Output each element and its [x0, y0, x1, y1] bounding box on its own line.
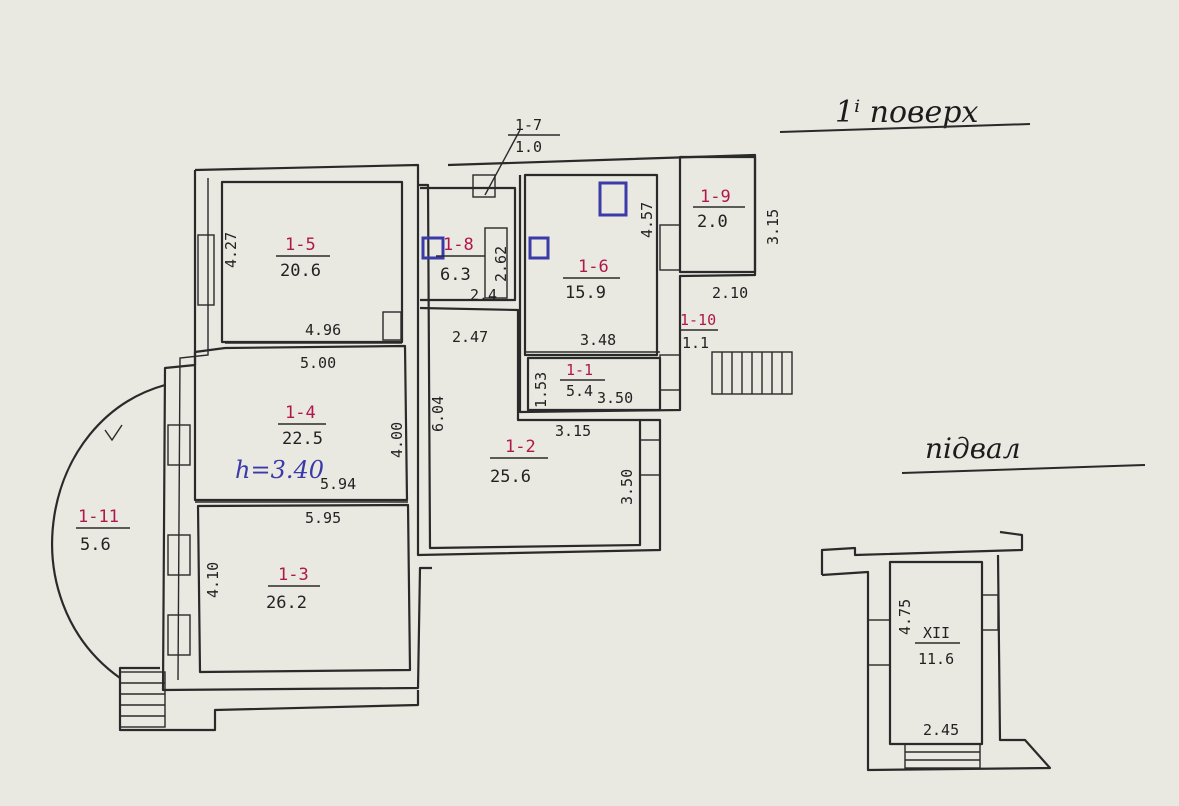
toilet-marker-right — [528, 236, 550, 260]
svg-text:1-4: 1-4 — [285, 403, 316, 423]
room-1-11: 1-11 5.6 — [76, 507, 130, 555]
svg-text:1-10: 1-10 — [680, 311, 716, 329]
svg-text:2.62: 2.62 — [492, 246, 510, 282]
room-1-9: 1-9 2.0 — [693, 187, 745, 232]
svg-text:1.0: 1.0 — [515, 138, 542, 156]
boiler-fixture — [472, 174, 496, 198]
svg-text:1-8: 1-8 — [443, 235, 474, 255]
basement-walls — [820, 530, 1052, 772]
svg-text:3.50: 3.50 — [597, 389, 633, 407]
room-1-7: 1-7 1.0 — [508, 116, 560, 156]
svg-text:XII: XII — [923, 624, 950, 642]
svg-text:11.6: 11.6 — [918, 650, 954, 668]
basement-dim-height: 4.75 — [896, 599, 914, 635]
svg-text:2.10: 2.10 — [712, 284, 748, 302]
svg-text:1-6: 1-6 — [578, 257, 609, 277]
basement-dim-width: 2.45 — [923, 721, 959, 739]
dimension-labels: 4.27 4.96 5.00 4.00 6.04 5.94 5.95 4.10 … — [204, 202, 782, 598]
balcony-arc — [51, 383, 166, 679]
room-1-5: 1-5 20.6 — [276, 235, 330, 281]
room-1-8: 1-8 6.3 — [436, 235, 485, 285]
svg-text:6.04: 6.04 — [429, 396, 447, 432]
svg-text:1-11: 1-11 — [78, 507, 119, 527]
bath-fixture — [484, 227, 508, 299]
room-1-1: 1-1 5.4 — [560, 361, 605, 400]
first-floor-walls — [118, 129, 793, 732]
toilet-marker-left — [421, 236, 445, 260]
room-XII: XII 11.6 — [915, 624, 960, 668]
svg-text:1-9: 1-9 — [700, 187, 731, 207]
svg-text:1-7: 1-7 — [515, 116, 542, 134]
svg-text:5.95: 5.95 — [305, 509, 341, 527]
svg-text:4.96: 4.96 — [305, 321, 341, 339]
svg-text:22.5: 22.5 — [282, 429, 323, 449]
svg-text:26.2: 26.2 — [266, 593, 307, 613]
svg-text:4.27: 4.27 — [222, 232, 240, 268]
stove-fixture — [382, 311, 402, 341]
room-1-4: 1-4 22.5 — [278, 403, 326, 449]
svg-text:2.47: 2.47 — [452, 328, 488, 346]
sink-marker — [598, 181, 628, 217]
svg-text:3.15: 3.15 — [555, 422, 591, 440]
room-1-10: 1-10 1.1 — [680, 311, 718, 352]
svg-text:1.53: 1.53 — [532, 372, 550, 408]
svg-text:1-1: 1-1 — [566, 361, 593, 379]
svg-text:1-3: 1-3 — [278, 565, 309, 585]
svg-text:4.00: 4.00 — [388, 422, 406, 458]
basement-stairs — [904, 743, 981, 769]
svg-text:20.6: 20.6 — [280, 261, 321, 281]
svg-text:15.9: 15.9 — [565, 283, 606, 303]
room-1-6: 1-6 15.9 — [563, 257, 620, 303]
svg-text:4.57: 4.57 — [638, 202, 656, 238]
right-stairs — [721, 352, 783, 394]
basement-title: підвал — [925, 432, 1021, 465]
check-mark — [104, 424, 123, 442]
floor-title-underline — [779, 123, 1031, 133]
basement-title-underline — [901, 464, 1146, 474]
svg-text:5.4: 5.4 — [566, 382, 593, 400]
svg-text:3.48: 3.48 — [580, 331, 616, 349]
svg-text:4.10: 4.10 — [204, 562, 222, 598]
svg-text:3.50: 3.50 — [618, 469, 636, 505]
svg-text:1-2: 1-2 — [505, 437, 536, 457]
svg-text:3.15: 3.15 — [764, 209, 782, 245]
left-stairs — [119, 671, 166, 728]
svg-text:5.00: 5.00 — [300, 354, 336, 372]
svg-text:25.6: 25.6 — [490, 467, 531, 487]
window-marks — [167, 224, 681, 656]
svg-text:5.94: 5.94 — [320, 475, 356, 493]
floor-title: 1ⁱ поверх — [835, 95, 978, 130]
svg-text:1.1: 1.1 — [682, 334, 709, 352]
room-1-2: 1-2 25.6 — [490, 437, 548, 487]
svg-text:6.3: 6.3 — [440, 265, 471, 285]
ceiling-height-note: h=3.40 — [235, 456, 324, 484]
svg-text:5.6: 5.6 — [80, 535, 111, 555]
svg-text:1-5: 1-5 — [285, 235, 316, 255]
svg-text:2.4: 2.4 — [470, 286, 497, 304]
room-1-3: 1-3 26.2 — [266, 565, 320, 613]
svg-text:2.0: 2.0 — [697, 212, 728, 232]
